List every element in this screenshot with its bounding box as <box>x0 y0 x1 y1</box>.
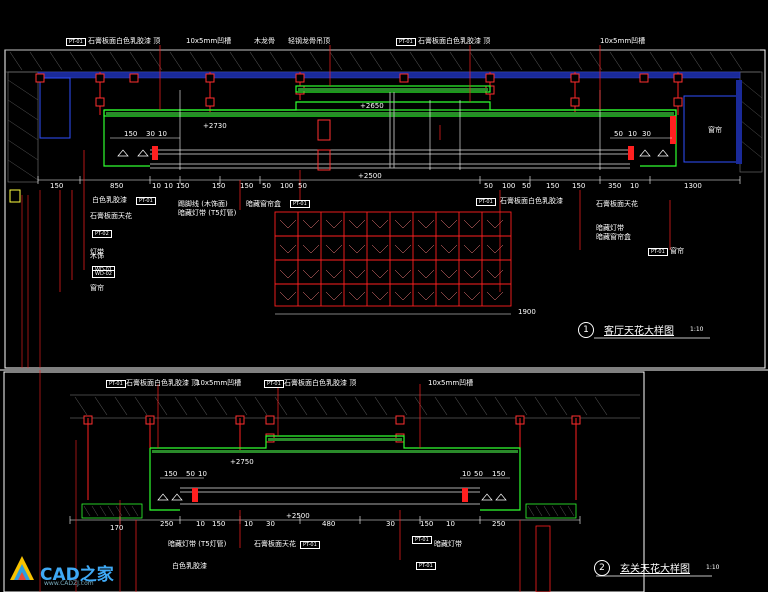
callout-label: 10x5mm凹槽 <box>600 37 646 45</box>
dimension-label: 30 <box>146 130 155 138</box>
callout-label: 10x5mm凹槽 <box>428 379 474 387</box>
material-tag: WD-02 <box>92 270 115 278</box>
callout-label: 石膏板面白色乳胶漆 顶 <box>88 37 161 45</box>
callout-label: 10x5mm凹槽 <box>186 37 232 45</box>
drawing-number-bottom: 2 <box>594 560 610 576</box>
callout-label: 石膏板面白色乳胶漆 顶 <box>284 379 357 387</box>
material-tag: PT-01 <box>106 380 126 388</box>
dimension-label: 50 <box>262 182 271 190</box>
dimension-label: 250 <box>160 520 174 528</box>
callout-label: 白色乳胶漆 <box>172 562 207 570</box>
dimension-label: 50 <box>298 182 307 190</box>
material-tag: PT-02 <box>92 230 112 238</box>
dimension-label: 10 <box>164 182 173 190</box>
callout-label: 石膏板面白色乳胶漆 <box>500 197 563 205</box>
dimension-label: 170 <box>110 524 124 532</box>
callout-label: 窗帘 <box>708 126 722 134</box>
dimension-label: 10 <box>462 470 471 478</box>
elevation-label: +2500 <box>286 512 310 520</box>
dimension-label: 30 <box>266 520 275 528</box>
dimension-label: 480 <box>322 520 336 528</box>
callout-label: 白色乳胶漆 <box>92 196 127 204</box>
dimension-label: 150 <box>212 182 226 190</box>
callout-label: 暗藏灯带 <box>596 224 624 232</box>
callout-label: 石膏板面天花 <box>254 540 296 548</box>
callout-label: 石膏板面白色乳胶漆 顶 <box>418 37 491 45</box>
dimension-label: 100 <box>280 182 294 190</box>
dimension-label: 350 <box>608 182 622 190</box>
callout-label: 木龙骨 <box>254 37 275 45</box>
dimension-label: 150 <box>164 470 178 478</box>
callout-label: 暗藏灯带 (T5灯管) <box>168 540 227 548</box>
dimension-label: 50 <box>186 470 195 478</box>
dimension-label: 10 <box>630 182 639 190</box>
callout-label: 窗帘 <box>670 247 684 255</box>
callout-label: 窗帘 <box>90 284 104 292</box>
dimension-label: 10 <box>628 130 637 138</box>
callout-label: 踢脚线 (木饰面) <box>178 200 228 208</box>
material-tag: PT-01 <box>66 38 86 46</box>
cad-logo-url: www.CADZJ.com <box>44 580 94 587</box>
elevation-label: +2730 <box>203 122 227 130</box>
dimension-label: 50 <box>474 470 483 478</box>
dimension-label: 1300 <box>684 182 702 190</box>
drawing-title-bottom: 玄关天花大样图 <box>620 564 690 575</box>
dimension-label: 10 <box>198 470 207 478</box>
dimension-label: 30 <box>642 130 651 138</box>
callout-label: 轻钢龙骨吊顶 <box>288 37 330 45</box>
dimension-label: 10 <box>244 520 253 528</box>
callout-label: 暗藏灯带 (T5灯管) <box>178 209 237 217</box>
cad-logo-icon <box>10 556 34 580</box>
callout-label: 暗藏窗帘盒 <box>246 200 281 208</box>
dimension-label: 1900 <box>518 308 536 316</box>
material-tag: PT-01 <box>476 198 496 206</box>
elevation-label: +2650 <box>360 102 384 110</box>
dimension-label: 150 <box>492 470 506 478</box>
material-tag: PT-01 <box>648 248 668 256</box>
callout-label: 灯带 <box>90 248 104 256</box>
cad-logo-text: CAD之家 <box>40 565 114 585</box>
callout-label: 暗藏灯带 <box>434 540 462 548</box>
dimension-label: 150 <box>50 182 64 190</box>
material-tag: PT-01 <box>290 200 310 208</box>
dimension-label: 30 <box>386 520 395 528</box>
material-tag: PT-01 <box>396 38 416 46</box>
dimension-label: 100 <box>502 182 516 190</box>
dimension-label: 50 <box>614 130 623 138</box>
dimension-label: 10 <box>196 520 205 528</box>
dimension-label: 150 <box>240 182 254 190</box>
dimension-label: 150 <box>124 130 138 138</box>
elevation-label: +2750 <box>230 458 254 466</box>
material-tag: PT-01 <box>300 541 320 549</box>
material-tag: PT-01 <box>412 536 432 544</box>
dimension-label: 150 <box>212 520 226 528</box>
drawing-scale-top: 1:10 <box>690 326 704 333</box>
dimension-label: 250 <box>492 520 506 528</box>
callout-label: 石膏板面天花 <box>596 200 638 208</box>
dimension-label: 50 <box>484 182 493 190</box>
drawing-number-top: 1 <box>578 322 594 338</box>
dimension-label: 10 <box>158 130 167 138</box>
elevation-label: +2500 <box>358 172 382 180</box>
material-tag: PT-01 <box>416 562 436 570</box>
dimension-label: 10 <box>446 520 455 528</box>
dimension-label: 50 <box>522 182 531 190</box>
material-tag: PT-01 <box>136 197 156 205</box>
dimension-label: 150 <box>546 182 560 190</box>
dimension-label: 150 <box>176 182 190 190</box>
dimension-label: 850 <box>110 182 124 190</box>
callout-label: 木饰 <box>90 252 104 260</box>
drawing-title-top: 客厅天花大样图 <box>604 326 674 337</box>
material-tag: PT-01 <box>264 380 284 388</box>
callout-label: 10x5mm凹槽 <box>196 379 242 387</box>
callout-label: 石膏板面白色乳胶漆 顶 <box>126 379 199 387</box>
dimension-label: 150 <box>420 520 434 528</box>
callout-label: 暗藏窗帘盒 <box>596 233 631 241</box>
dimension-label: 150 <box>572 182 586 190</box>
drawing-scale-bottom: 1:10 <box>706 564 720 571</box>
dimension-label: 10 <box>152 182 161 190</box>
callout-label: 石膏板面天花 <box>90 212 132 220</box>
